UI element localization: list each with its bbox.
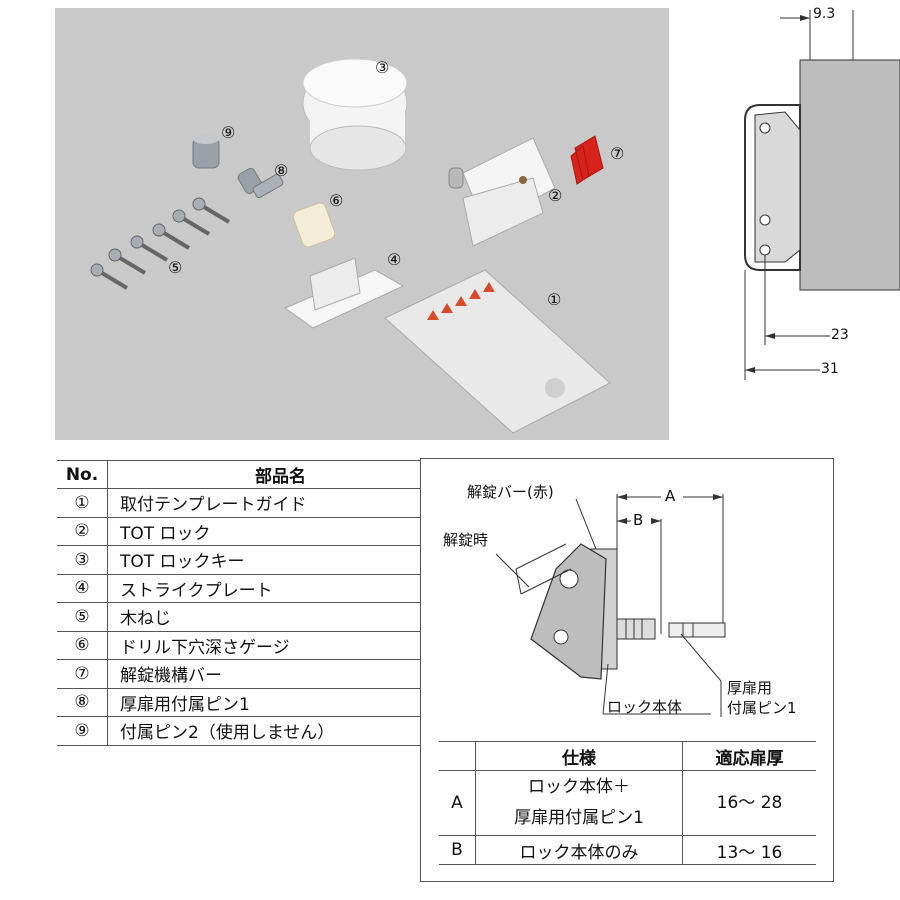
row-key: A <box>439 770 476 836</box>
row-spec-line2: 厚扉用付属ピン1 <box>514 808 644 828</box>
label-template-number: ① <box>547 290 562 309</box>
parts-illustration <box>90 58 611 434</box>
label-lock-body: ロック本体 <box>607 698 683 716</box>
row-name: 付属ピン2（使用しません） <box>107 716 453 746</box>
row-no: ⑨ <box>57 716 108 746</box>
product-photo: ③ ⑨ ⑧ ⑥ ⑤ ④ ① ② ⑦ <box>55 8 669 440</box>
label-screws-number: ⑤ <box>168 258 183 277</box>
row-name: TOT ロック <box>107 517 453 546</box>
pin-1-part <box>237 167 284 199</box>
dimension-9-3: 9.3 <box>813 6 836 22</box>
parts-table-header: No. 部品名 <box>57 460 453 489</box>
row-name: TOT ロックキー <box>107 545 453 575</box>
header-spec: 仕様 <box>475 741 683 771</box>
label-lock-number: ② <box>548 186 563 205</box>
label-strike-number: ④ <box>387 250 402 269</box>
row-no: ⑧ <box>57 688 108 717</box>
row-name: ストライクプレート <box>107 574 453 603</box>
row-spec: ロック本体＋ 厚扉用付属ピン1 <box>475 770 683 836</box>
row-name: 解錠機構バー <box>107 659 453 689</box>
row-no: ⑦ <box>57 659 108 689</box>
unlock-bar-part <box>570 135 604 185</box>
template-guide-part <box>384 269 611 434</box>
wood-screws-part <box>90 197 231 290</box>
label-key-number: ③ <box>375 58 390 77</box>
header-door-thickness: 適応扉厚 <box>682 741 816 771</box>
row-key: B <box>439 835 476 865</box>
label-dimension-a: A <box>665 487 676 505</box>
row-spec-line1: ロック本体＋ <box>528 777 630 797</box>
table-row: A ロック本体＋ 厚扉用付属ピン1 16〜 28 <box>439 770 816 836</box>
row-no: ⑤ <box>57 602 108 632</box>
label-bar-number: ⑦ <box>610 144 625 163</box>
row-name: ドリル下穴深さゲージ <box>107 631 453 660</box>
dimension-23: 23 <box>831 327 849 343</box>
drill-gauge-part <box>292 202 336 248</box>
row-no: ④ <box>57 574 108 603</box>
row-no: ② <box>57 517 108 546</box>
pin-2-part <box>192 134 220 169</box>
label-pin-line2: 付属ピン1 <box>727 699 797 717</box>
row-no: ① <box>57 488 108 518</box>
strike-plate-part <box>283 257 405 329</box>
tot-lock-part <box>448 137 556 247</box>
lock-key-part <box>302 58 408 171</box>
spec-table: 仕様 適応扉厚 A ロック本体＋ 厚扉用付属ピン1 16〜 28 B ロック本体… <box>439 741 816 865</box>
spec-table-header: 仕様 適応扉厚 <box>439 741 816 771</box>
label-gauge-number: ⑥ <box>329 191 344 210</box>
row-name: 取付テンプレートガイド <box>107 488 453 518</box>
label-pin2-number: ⑨ <box>221 123 236 142</box>
row-name: 厚扉用付属ピン1 <box>107 688 453 717</box>
row-no: ③ <box>57 545 108 575</box>
dimension-31: 31 <box>821 361 839 377</box>
label-dimension-b: B <box>633 511 644 529</box>
spec-panel: 解錠バー(赤) 解錠時 A B ロック本体 厚扉用 付属ピン1 仕様 適応扉厚 … <box>420 458 834 882</box>
header-part-name: 部品名 <box>107 460 453 489</box>
dimension-drawing: 9.3 23 31 <box>735 0 900 390</box>
label-pin-line1: 厚扉用 <box>727 679 773 697</box>
table-row: B ロック本体のみ 13〜 16 <box>439 835 816 865</box>
label-unlocked-state: 解錠時 <box>443 531 489 549</box>
label-pin1-number: ⑧ <box>274 161 289 180</box>
label-unlock-bar: 解錠バー(赤) <box>467 483 554 501</box>
header-no: No. <box>57 460 108 489</box>
row-no: ⑥ <box>57 631 108 660</box>
row-range: 13〜 16 <box>682 835 816 865</box>
row-range: 16〜 28 <box>682 770 816 836</box>
lock-side-view <box>744 10 900 380</box>
row-name: 木ねじ <box>107 602 453 632</box>
lock-cross-section <box>495 494 726 717</box>
row-spec: ロック本体のみ <box>475 835 683 865</box>
